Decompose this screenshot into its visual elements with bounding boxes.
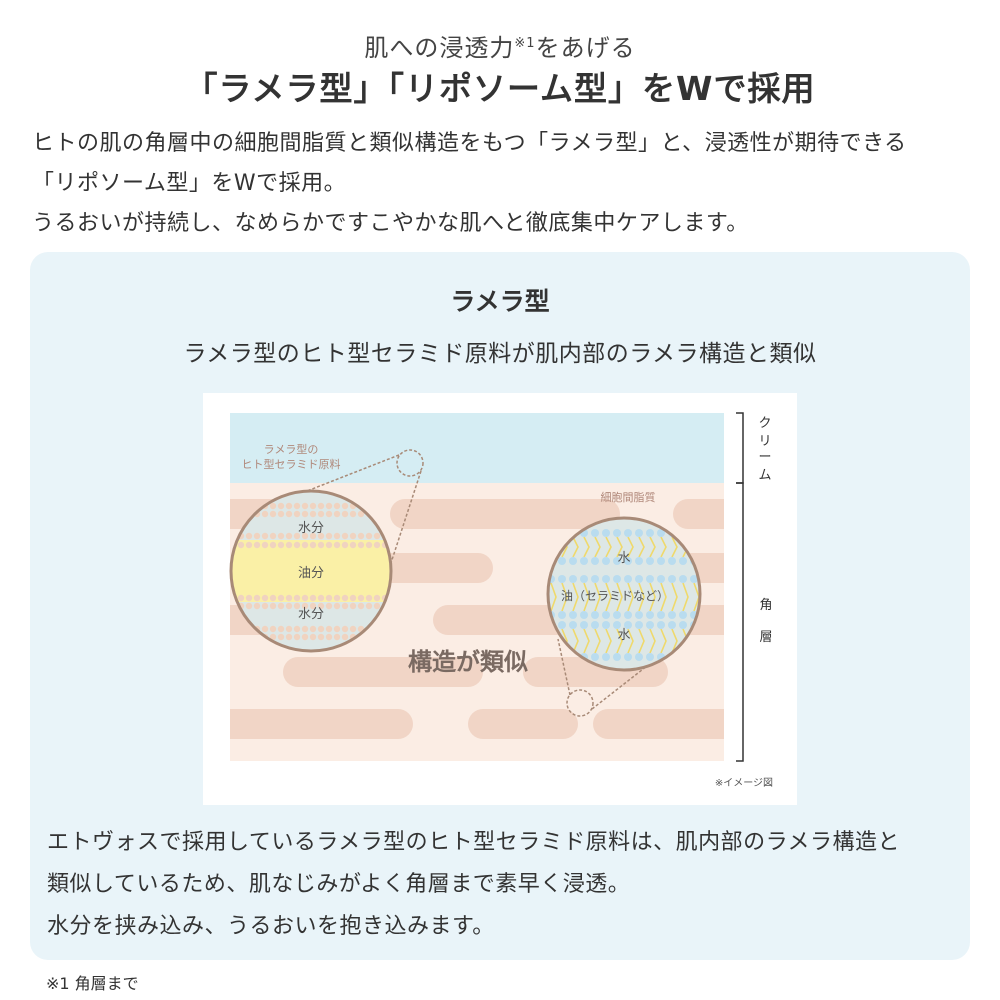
right-layer-label-top: 水 <box>617 551 630 566</box>
right-magnifier-ring <box>546 516 702 672</box>
cell <box>390 499 620 529</box>
footnote-mark: ※1 <box>514 36 536 51</box>
lamellar-illustration: ラメラ型の ヒト型セラミド原料 水分 油分 <box>203 393 797 805</box>
cream-layer <box>230 413 724 483</box>
page-title: 「ラメラ型」「リポソーム型」をWで採用 <box>184 69 816 108</box>
cell <box>283 657 483 687</box>
intro-line: 「リポソーム型」をWで採用。 <box>32 171 347 196</box>
lipid-label: 細胞間脂質 <box>601 490 656 504</box>
right-layer-label-mid: 油（セラミドなど） <box>561 589 669 603</box>
illustration-svg: ラメラ型の ヒト型セラミド原料 水分 油分 <box>229 412 773 789</box>
right-layer-label-bottom: 水 <box>617 628 630 643</box>
panel-body: エトヴォスで採用しているラメラ型のヒト型セラミド原料は、肌内部のラメラ構造と 類… <box>47 822 957 948</box>
center-caption: 構造が類似 <box>408 648 528 676</box>
connector-line <box>557 638 571 696</box>
footnote: ※1 角層まで <box>46 974 139 993</box>
side-label-horny-1: 角 <box>759 598 772 613</box>
cell <box>230 709 413 739</box>
lamellar-panel: ラメラ型 ラメラ型のヒト型セラミド原料が肌内部のラメラ構造と類似 <box>30 252 970 960</box>
cell <box>673 499 724 529</box>
panel-body-line: 水分を挟み込み、うるおいを抱き込みます。 <box>47 914 495 939</box>
panel-title: ラメラ型 <box>450 287 550 316</box>
left-layer-label-bottom: 水分 <box>298 607 324 622</box>
side-brackets <box>736 412 744 762</box>
cream-bracket <box>736 412 744 484</box>
connector-line <box>306 454 400 492</box>
connector-line <box>591 665 648 710</box>
intro-line: うるおいが持続し、なめらかですこやかな肌へと徹底集中ケアします。 <box>32 211 749 236</box>
zoom-point-bottom <box>566 689 594 717</box>
header-subtitle: 肌への浸透力※1をあげる <box>364 34 636 62</box>
callout-label-line1: ラメラ型の <box>264 442 319 456</box>
panel-body-line: エトヴォスで採用しているラメラ型のヒト型セラミド原料は、肌内部のラメラ構造と <box>47 830 901 855</box>
cell <box>593 709 724 739</box>
side-label-cream-1: ク <box>758 416 771 431</box>
intro-text: ヒトの肌の角層中の細胞間脂質と類似構造をもつ「ラメラ型」と、浸透性が期待できる … <box>32 124 972 244</box>
right-magnifier: 水 油（セラミドなど） 水 <box>546 516 702 672</box>
intro-line: ヒトの肌の角層中の細胞間脂質と類似構造をもつ「ラメラ型」と、浸透性が期待できる <box>32 131 907 156</box>
panel-body-line: 類似しているため、肌なじみがよく角層まで素早く浸透。 <box>47 872 631 897</box>
magnifier-connectors <box>306 449 648 717</box>
callout-label-line2: ヒト型セラミド原料 <box>242 457 341 471</box>
cell <box>433 605 583 635</box>
side-label-cream-4: ム <box>758 468 771 483</box>
horny-bracket <box>736 482 744 762</box>
cell <box>468 709 578 739</box>
left-magnifier: 水分 油分 水分 <box>229 489 393 653</box>
zoom-point-top <box>396 449 424 477</box>
left-layer-label-mid: 油分 <box>298 566 324 581</box>
left-magnifier-ring <box>229 489 393 653</box>
side-label-horny-2: 層 <box>759 630 772 645</box>
side-label-cream-3: ー <box>758 450 771 465</box>
connector-line <box>388 470 422 570</box>
side-label-cream-2: リ <box>758 434 771 449</box>
panel-subtitle: ラメラ型のヒト型セラミド原料が肌内部のラメラ構造と類似 <box>183 341 817 367</box>
left-layer-label-top: 水分 <box>298 521 324 536</box>
image-note: ※イメージ図 <box>715 777 773 789</box>
